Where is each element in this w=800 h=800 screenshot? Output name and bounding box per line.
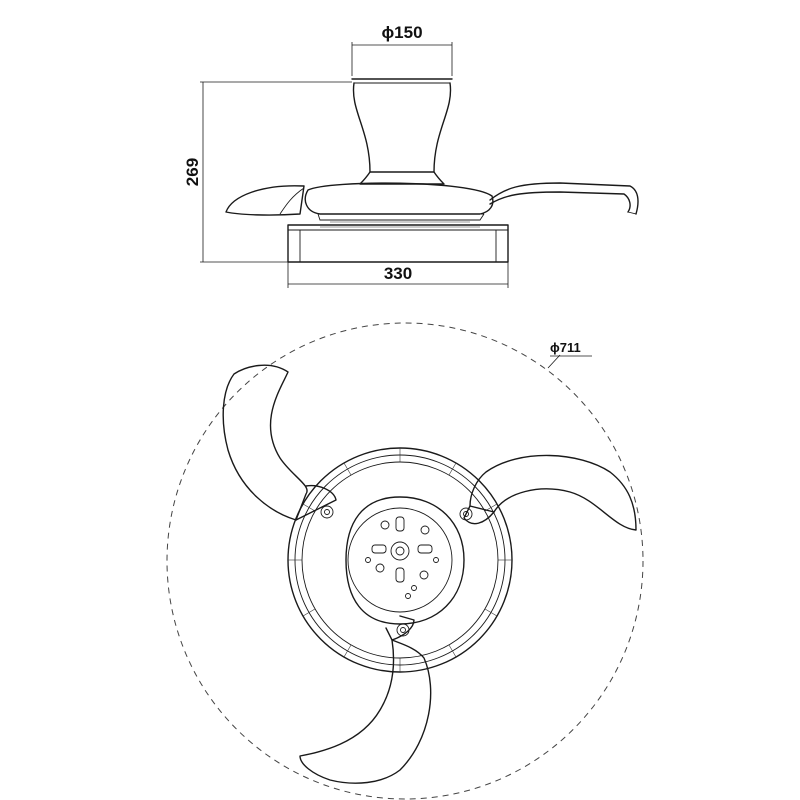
motor-body: [287, 447, 513, 673]
sweep-diameter-dimension: ϕ711: [547, 340, 592, 369]
left-blade-side: [225, 185, 305, 216]
width-label: 330: [384, 264, 412, 283]
blade-right: [459, 454, 637, 531]
blade-sweep-circle: [166, 322, 644, 800]
canopy-diameter-label: ϕ150: [381, 23, 422, 42]
blade-upper-left: [222, 364, 337, 521]
width-dimension: 330: [287, 262, 509, 288]
canopy: [351, 78, 453, 185]
right-blade-side: [489, 182, 639, 215]
sweep-diameter-label: ϕ711: [550, 340, 581, 355]
blade-bottom: [299, 615, 432, 784]
motor-housing: [304, 182, 494, 221]
light-ring: [287, 221, 509, 263]
side-view: ϕ150 269 330: [183, 23, 639, 288]
height-dimension: 269: [183, 81, 352, 263]
top-view: ϕ711: [166, 322, 644, 800]
canopy-diameter-dimension: ϕ150: [351, 23, 453, 76]
height-label: 269: [183, 158, 202, 186]
mounting-plate: [345, 496, 465, 625]
